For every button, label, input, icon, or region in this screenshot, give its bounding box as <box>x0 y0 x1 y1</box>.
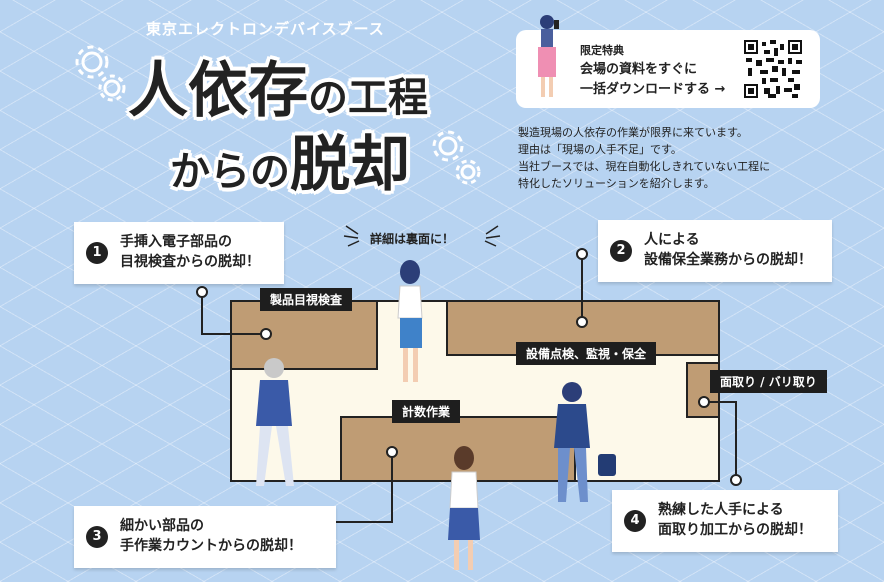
promo-label: 限定特典 <box>580 44 624 57</box>
card-number: 2 <box>610 240 632 262</box>
area-label-inspection: 製品目視検査 <box>260 288 353 311</box>
page-title-line2: からの脱却 <box>170 116 410 203</box>
card-2: 2 人による 設備保全業務からの脱却！ <box>598 220 832 282</box>
area-label-counting: 計数作業 <box>392 400 461 423</box>
card-text: 人による <box>644 232 700 248</box>
description-line: 当社ブースでは、現在自動化しきれていない工程に <box>518 160 771 173</box>
card-text: 手挿入電子部品の <box>120 234 232 250</box>
detail-note: 詳細は裏面に！ <box>370 232 455 246</box>
card-number: 3 <box>86 526 108 548</box>
card-4: 4 熟練した人手による 面取り加工からの脱却！ <box>612 490 838 552</box>
card-text: 細かい部品の <box>120 518 204 534</box>
description-line: 特化したソリューションを紹介します。 <box>518 177 715 190</box>
booth-subtitle: 東京エレクトロンデバイスブース <box>146 20 385 38</box>
man-with-bag-illustration <box>554 382 616 502</box>
woman-walking-illustration <box>448 446 480 570</box>
description-line: 製造現場の人依存の作業が限界に来ています。 <box>518 126 748 139</box>
card-number: 4 <box>624 510 646 532</box>
page-title-line1: 人依存の工程 <box>128 42 428 129</box>
promo-text-line: 会場の資料をすぐに <box>580 62 698 77</box>
promo-text[interactable]: 会場の資料をすぐに 一括ダウンロードする → <box>580 60 725 100</box>
connector-dot <box>698 396 710 408</box>
area-label-maintenance: 設備点検、監視・保全 <box>516 342 657 365</box>
connector-dot <box>196 286 208 298</box>
connector-dot <box>576 248 588 260</box>
description-line: 理由は「現場の人手不足」です。 <box>518 143 682 156</box>
card-text: 面取り加工からの脱却！ <box>658 522 812 538</box>
gear-icon <box>75 45 126 102</box>
card-1: 1 手挿入電子部品の 目視検査からの脱却！ <box>74 222 284 284</box>
emphasis-lines <box>343 225 501 247</box>
promo-download-link[interactable]: 一括ダウンロードする → <box>580 82 726 97</box>
card-text: 手作業カウントからの脱却！ <box>120 538 302 554</box>
title-text-sub: の工程 <box>308 75 428 121</box>
area-label-chamfer: 面取り / バリ取り <box>710 370 827 393</box>
woman-with-phone-illustration <box>538 15 559 97</box>
connector-dot <box>386 446 398 458</box>
woman-standing-illustration <box>397 260 423 382</box>
title-text-main: 人依存 <box>128 56 308 126</box>
man-walking-illustration <box>256 358 294 486</box>
title-text-main: 脱却 <box>290 130 410 200</box>
connector-dot <box>730 474 742 486</box>
intro-description: 製造現場の人依存の作業が限界に来ています。 理由は「現場の人手不足」です。 当社… <box>518 124 770 192</box>
card-text: 目視検査からの脱却！ <box>120 254 260 270</box>
title-text-sub: からの <box>170 149 290 195</box>
gear-icon <box>432 130 481 185</box>
card-number: 1 <box>86 242 108 264</box>
card-3: 3 細かい部品の 手作業カウントからの脱却！ <box>74 506 336 568</box>
connector-dot <box>260 328 272 340</box>
card-text: 設備保全業務からの脱却！ <box>644 252 812 268</box>
card-text: 熟練した人手による <box>658 502 784 518</box>
qr-code[interactable] <box>744 40 802 98</box>
connector-dot <box>576 316 588 328</box>
